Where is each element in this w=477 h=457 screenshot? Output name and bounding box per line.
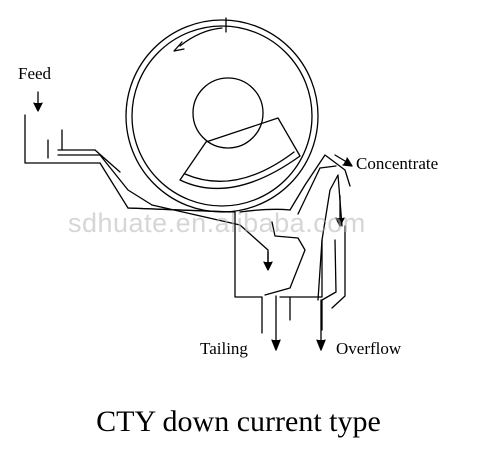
rotation-arrow: [179, 17, 227, 47]
concentrate-arrowhead: [342, 157, 353, 167]
tank-left-wall: [127, 207, 263, 334]
feed-box: [24, 114, 101, 164]
feed-arrowhead: [33, 102, 43, 112]
label-tailing: Tailing: [200, 339, 248, 358]
concentrate-chute: [289, 154, 351, 211]
rotation-arrowhead: [173, 41, 185, 52]
drum-shaft-circle: [192, 77, 264, 149]
watermark-text: sdhuate.en.alibaba.com: [68, 208, 366, 238]
magnet-inner-line: [184, 151, 295, 182]
label-overflow: Overflow: [336, 339, 402, 358]
tank-curve: [239, 208, 291, 213]
drum-outer-circle: [125, 19, 319, 213]
tank-inner-wall: [264, 221, 306, 296]
overflow-arrowhead: [316, 339, 326, 351]
magnet-system: [179, 117, 301, 190]
tank-right-wall: [289, 239, 323, 298]
concentrate-chute-inner: [297, 165, 337, 215]
tank-bottom: [279, 296, 291, 321]
label-concentrate: Concentrate: [356, 154, 439, 173]
drum-inner-circle: [131, 25, 313, 207]
right-internal-arrowhead: [335, 217, 345, 227]
internal-arrowhead: [263, 261, 273, 271]
label-feed: Feed: [18, 64, 52, 83]
overflow-chute: [321, 225, 346, 331]
tailing-arrowhead: [271, 339, 281, 351]
diagram-caption: CTY down current type: [96, 405, 381, 438]
